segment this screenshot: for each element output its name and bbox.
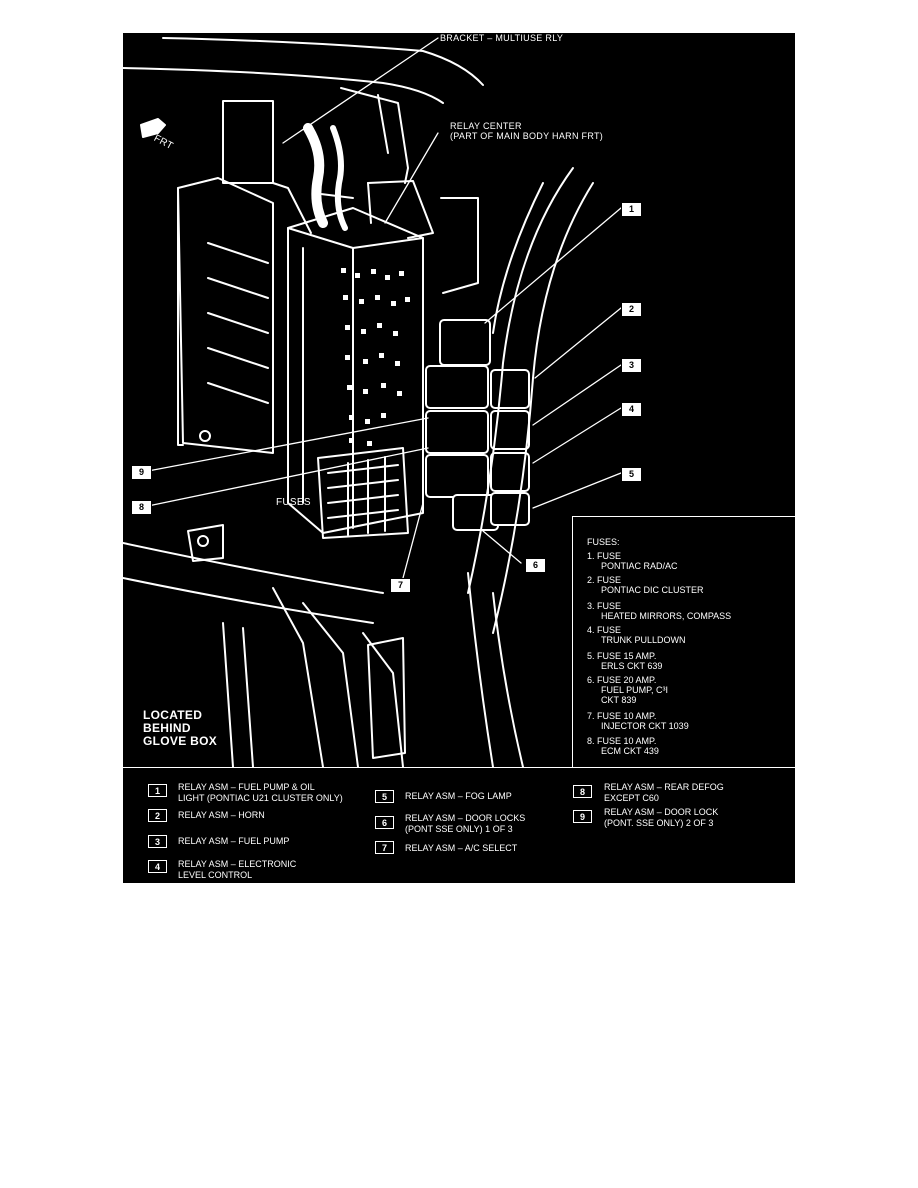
legend-7-line1: RELAY ASM – A/C SELECT [405, 843, 518, 853]
fuse-item-7-desc: INJECTOR CKT 1039 [601, 721, 689, 731]
fuse-item-8: 8. FUSE 10 AMP. [587, 736, 657, 746]
relay-legend: 1 RELAY ASM – FUEL PUMP & OIL LIGHT (PON… [123, 767, 795, 883]
legend-9-line1: RELAY ASM – DOOR LOCK [604, 807, 719, 817]
legend-num-3: 3 [148, 835, 167, 848]
legend-num-7: 7 [375, 841, 394, 854]
callout-7: 7 [390, 578, 411, 593]
fuse-list-panel: FUSES: 1. FUSE PONTIAC RAD/AC 2. FUSE PO… [572, 516, 795, 767]
callout-1: 1 [621, 202, 642, 217]
callout-3: 3 [621, 358, 642, 373]
location-label-2: BEHIND [143, 721, 191, 735]
legend-num-8: 8 [573, 785, 592, 798]
legend-4-line2: LEVEL CONTROL [178, 870, 253, 880]
legend-8-line1: RELAY ASM – REAR DEFOG [604, 782, 724, 792]
legend-8-line2: EXCEPT C60 [604, 793, 659, 803]
legend-3-line1: RELAY ASM – FUEL PUMP [178, 836, 290, 846]
fuse-item-6: 6. FUSE 20 AMP. [587, 675, 657, 685]
legend-num-6: 6 [375, 816, 394, 829]
legend-num-1: 1 [148, 784, 167, 797]
fuse-list-title: FUSES: [587, 537, 620, 547]
callout-5: 5 [621, 467, 642, 482]
fuse-item-6-desc: FUEL PUMP, C³I [601, 685, 669, 695]
callout-6: 6 [525, 558, 546, 573]
legend-num-4: 4 [148, 860, 167, 873]
legend-num-5: 5 [375, 790, 394, 803]
fuse-item-7: 7. FUSE 10 AMP. [587, 711, 657, 721]
legend-1-line1: RELAY ASM – FUEL PUMP & OIL [178, 782, 315, 792]
legend-6-line2: (PONT SSE ONLY) 1 OF 3 [405, 824, 513, 834]
relay-center-diagram: BRACKET – MULTIUSE RLY RELAY CENTER (PAR… [123, 33, 795, 883]
fuses-label: FUSES [276, 497, 311, 508]
callout-2: 2 [621, 302, 642, 317]
fuse-item-1: 1. FUSE [587, 551, 622, 561]
legend-6-line1: RELAY ASM – DOOR LOCKS [405, 813, 526, 823]
fuse-item-2-desc: PONTIAC DIC CLUSTER [601, 585, 704, 595]
callout-4: 4 [621, 402, 642, 417]
fuse-item-4-desc: TRUNK PULLDOWN [601, 635, 686, 645]
fuse-item-2: 2. FUSE [587, 575, 622, 585]
fuse-item-5-desc: ERLS CKT 639 [601, 661, 663, 671]
callout-8: 8 [131, 500, 152, 515]
location-label-1: LOCATED [143, 708, 203, 722]
callout-9: 9 [131, 465, 152, 480]
legend-1-line2: LIGHT (PONTIAC U21 CLUSTER ONLY) [178, 793, 343, 803]
legend-5-line1: RELAY ASM – FOG LAMP [405, 791, 512, 801]
fuse-item-4: 4. FUSE [587, 625, 622, 635]
legend-2-line1: RELAY ASM – HORN [178, 810, 265, 820]
legend-9-line2: (PONT. SSE ONLY) 2 OF 3 [604, 818, 714, 828]
fuse-item-1-desc: PONTIAC RAD/AC [601, 561, 678, 571]
legend-num-2: 2 [148, 809, 167, 822]
diagram-artwork [123, 37, 622, 768]
legend-num-9: 9 [573, 810, 592, 823]
relay-center-sublabel: (PART OF MAIN BODY HARN FRT) [450, 131, 604, 141]
fuse-item-3: 3. FUSE [587, 601, 622, 611]
fuse-item-6-ckt: CKT 839 [601, 695, 637, 705]
relay-center-label: RELAY CENTER [450, 121, 522, 131]
bracket-label: BRACKET – MULTIUSE RLY [440, 33, 564, 43]
fuse-item-8-desc: ECM CKT 439 [601, 746, 659, 756]
fuse-item-5: 5. FUSE 15 AMP. [587, 651, 657, 661]
location-label-3: GLOVE BOX [143, 734, 218, 748]
legend-4-line1: RELAY ASM – ELECTRONIC [178, 859, 297, 869]
fuse-item-3-desc: HEATED MIRRORS, COMPASS [601, 611, 732, 621]
